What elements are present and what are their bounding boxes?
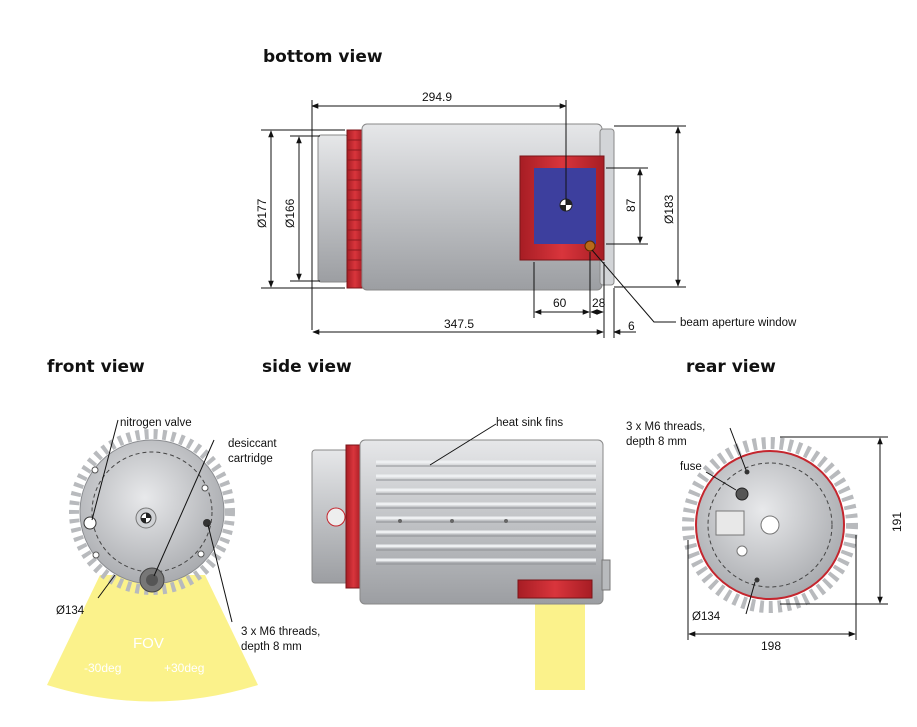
rear-connector — [715, 510, 745, 536]
rear-dia-134: Ø134 — [692, 611, 721, 623]
dim-177: Ø177 — [255, 198, 269, 228]
dim-6: 6 — [628, 319, 635, 333]
rear-view: 3 x M6 threads, depth 8 mm fuse 191 Ø134… — [626, 421, 904, 653]
front-threads-label-2: depth 8 mm — [241, 641, 302, 653]
bottom-view-title: bottom view — [263, 47, 383, 67]
desiccant-label-2: cartridge — [228, 453, 273, 465]
dim-166: Ø166 — [283, 198, 297, 228]
side-red-ring — [345, 444, 362, 589]
side-view: heat sink fins — [311, 417, 611, 690]
bottom-view: 294.9 Ø177 Ø166 87 Ø183 60 28 347.5 6 be… — [255, 90, 797, 338]
fov-wedge — [47, 575, 258, 702]
front-view-title: front view — [47, 357, 145, 377]
desiccant-label-1: desiccant — [228, 438, 277, 450]
front-threads-label-1: 3 x M6 threads, — [241, 626, 320, 638]
fov-pos-label: +30deg — [164, 661, 204, 675]
heat-sink-fins — [376, 460, 596, 562]
dim-347: 347.5 — [444, 317, 474, 331]
rear-threads-label-1: 3 x M6 threads, — [626, 421, 705, 433]
bottom-front-cap — [317, 134, 349, 283]
dim-60: 60 — [553, 296, 567, 310]
rear-view-title: rear view — [686, 357, 776, 377]
bottom-red-ring — [346, 129, 364, 289]
rear-threads-label-2: depth 8 mm — [626, 436, 687, 448]
heat-sink-label: heat sink fins — [496, 417, 563, 429]
dim-294: 294.9 — [422, 90, 452, 104]
dim-87: 87 — [624, 198, 638, 212]
side-view-title: side view — [262, 357, 352, 377]
dim-198: 198 — [761, 639, 781, 653]
fov-label: FOV — [133, 635, 164, 652]
front-dia-134: Ø134 — [56, 605, 85, 617]
fuse-label: fuse — [680, 461, 702, 473]
nitrogen-valve-label: nitrogen valve — [120, 417, 192, 429]
fov-neg-label: -30deg — [84, 661, 121, 675]
dim-28: 28 — [592, 296, 606, 310]
beam-aperture-label: beam aperture window — [680, 317, 797, 329]
dim-191: 191 — [890, 512, 904, 532]
front-view: nitrogen valve desiccant cartridge Ø134 … — [47, 417, 320, 702]
dim-183: Ø183 — [662, 194, 676, 224]
fuse — [735, 487, 749, 501]
side-fov-beam — [535, 590, 585, 690]
